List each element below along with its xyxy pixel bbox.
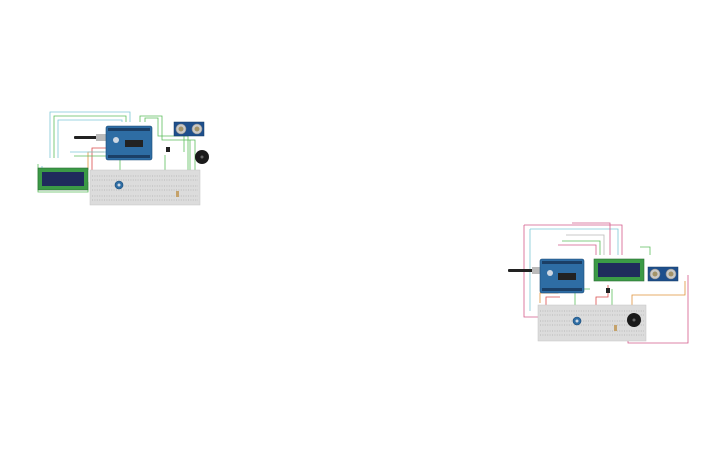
arduino-uno[interactable] — [539, 258, 585, 294]
lcd-16x2[interactable] — [37, 167, 89, 191]
usb-cable[interactable] — [508, 267, 542, 274]
ultrasonic-sensor[interactable] — [647, 266, 679, 282]
circuit-lower-right[interactable] — [500, 215, 700, 347]
buzzer[interactable] — [627, 313, 641, 327]
buzzer[interactable] — [195, 150, 209, 164]
resistor[interactable] — [176, 191, 179, 197]
breadboard[interactable] — [89, 169, 201, 206]
arduino-uno[interactable] — [105, 125, 153, 161]
potentiometer[interactable] — [572, 316, 582, 326]
ultrasonic-sensor[interactable] — [173, 121, 205, 137]
circuit-upper-left[interactable] — [30, 100, 220, 212]
potentiometer[interactable] — [114, 180, 124, 190]
lcd-16x2[interactable] — [593, 258, 645, 282]
resistor[interactable] — [614, 325, 617, 331]
transistor[interactable] — [606, 288, 610, 293]
transistor[interactable] — [166, 147, 170, 152]
usb-cable[interactable] — [74, 134, 106, 141]
